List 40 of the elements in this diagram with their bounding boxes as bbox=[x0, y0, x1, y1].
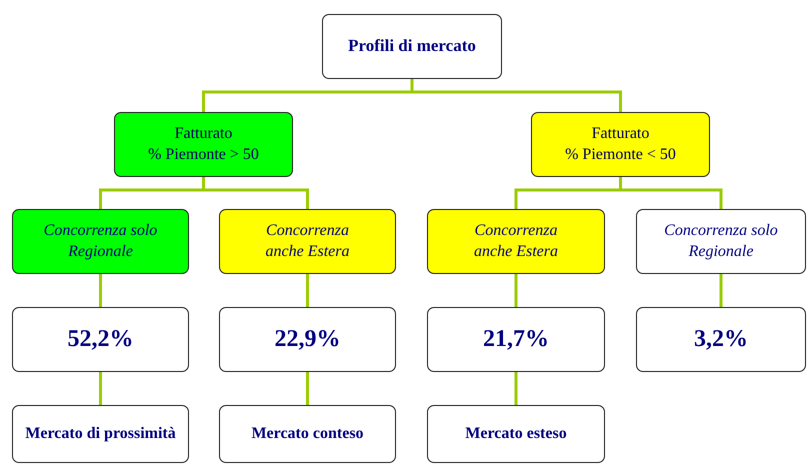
connector-line bbox=[99, 372, 102, 405]
connector-line bbox=[99, 274, 102, 307]
tree-box bbox=[12, 405, 189, 463]
connector-line bbox=[619, 177, 722, 209]
box-label: Concorrenza solo Regionale bbox=[663, 220, 779, 262]
connector-line bbox=[306, 274, 309, 307]
tree-box bbox=[12, 307, 189, 372]
connector-line bbox=[202, 177, 309, 209]
tree-box bbox=[219, 405, 396, 463]
tree-box bbox=[427, 307, 605, 372]
box-label: % Piemonte > 50 bbox=[148, 144, 259, 164]
connector-line bbox=[410, 79, 622, 112]
box-label: Concorrenza anche Estera bbox=[473, 220, 559, 262]
box-label: 3,2% bbox=[694, 324, 748, 354]
tree-box bbox=[219, 209, 396, 274]
tree-box bbox=[531, 112, 710, 177]
box-label: 21,7% bbox=[483, 324, 549, 354]
box-label: Fatturato bbox=[592, 124, 650, 144]
tree-box bbox=[12, 209, 189, 274]
box-label: Mercato di prossimità bbox=[25, 424, 176, 444]
box-label: Fatturato bbox=[174, 124, 232, 144]
tree-box bbox=[322, 14, 502, 79]
tree-box bbox=[219, 307, 396, 372]
box-label: Concorrenza anche Estera bbox=[264, 220, 350, 262]
connector-line bbox=[720, 274, 722, 307]
tree-box bbox=[636, 307, 806, 372]
box-label: Concorrenza solo Regionale bbox=[42, 220, 158, 262]
box-label: % Piemonte < 50 bbox=[565, 144, 676, 164]
connector-line bbox=[306, 372, 309, 405]
connector-line bbox=[514, 372, 518, 405]
box-label: Profili di mercato bbox=[348, 35, 476, 58]
box-label: Mercato esteso bbox=[465, 424, 567, 444]
box-label: Mercato conteso bbox=[251, 424, 364, 444]
tree-box bbox=[427, 209, 605, 274]
connector-line bbox=[514, 274, 518, 307]
tree-box bbox=[427, 405, 605, 463]
box-label: 52,2% bbox=[68, 324, 134, 354]
tree-box bbox=[636, 209, 806, 274]
tree-box bbox=[114, 112, 293, 177]
box-label: 22,9% bbox=[274, 324, 340, 354]
